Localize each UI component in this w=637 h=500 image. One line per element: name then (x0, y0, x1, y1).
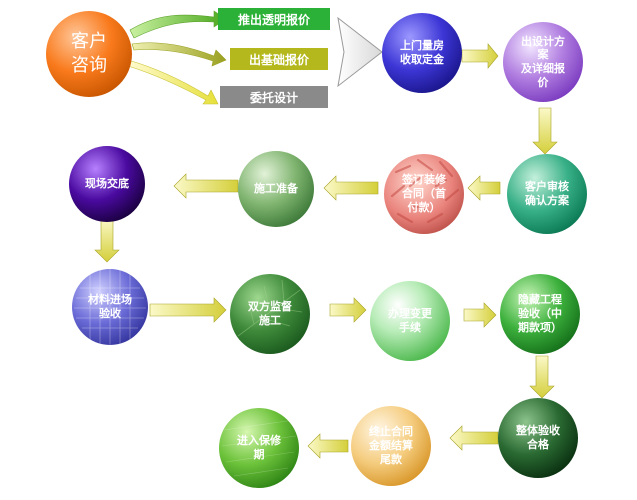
step-circle-sign-contract (384, 154, 464, 234)
step-circle-final-settlement (351, 406, 431, 486)
contract-circle-texture (390, 158, 460, 224)
option-design-commission: 委托设计 (249, 90, 298, 105)
flow-arrows (94, 43, 558, 459)
arrow-step6-to-step7 (94, 217, 120, 263)
arrow-step7-to-step8 (149, 297, 227, 323)
option-bar-basic-quote (230, 48, 328, 70)
step-circle-joint-supervision (230, 274, 310, 354)
arrow-step3-to-step4 (467, 175, 501, 201)
step-circle-measure-deposit (382, 13, 462, 93)
option-basic-quote: 出基础报价 (248, 52, 309, 67)
arrow-step12-to-step13 (307, 433, 349, 459)
curve-arrow-to-transparent-quote (129, 10, 227, 39)
step-circle-warranty (219, 408, 299, 488)
step-circle-material-inspection (72, 269, 148, 345)
warranty-circle-texture (221, 419, 297, 477)
arrow-step9-to-step10 (463, 302, 497, 328)
leaf-circle-veins (237, 279, 303, 337)
arrow-step4-to-step5 (323, 175, 379, 201)
step-circle-site-handover (69, 146, 145, 222)
merge-chevron-arrow (337, 16, 383, 88)
material-circle-texture (74, 269, 146, 345)
step-circle-customer-review (507, 154, 587, 234)
curve-arrow-to-design-commission (127, 59, 219, 105)
arrow-step10-to-step11 (529, 355, 555, 399)
step-circle-design-quote (503, 22, 583, 102)
step-circle-construction-prep (238, 151, 314, 227)
option-bar-transparent-quote (218, 8, 330, 30)
arrow-step5-to-step6 (173, 173, 239, 199)
option-bar-design-commission (220, 86, 328, 108)
arrow-step2-to-step3 (532, 107, 558, 155)
step-circle-change-procedure (370, 281, 450, 361)
step-circle-hidden-works (500, 274, 580, 354)
arrow-step11-to-step12 (449, 425, 499, 451)
arrow-step1-to-step2 (461, 43, 499, 69)
start-consult-circle (46, 11, 132, 97)
option-transparent-quote: 推出透明报价 (237, 12, 310, 27)
curve-arrow-to-basic-quote (131, 42, 227, 67)
step-circle-final-acceptance (498, 398, 578, 478)
arrow-step8-to-step9 (329, 297, 367, 323)
